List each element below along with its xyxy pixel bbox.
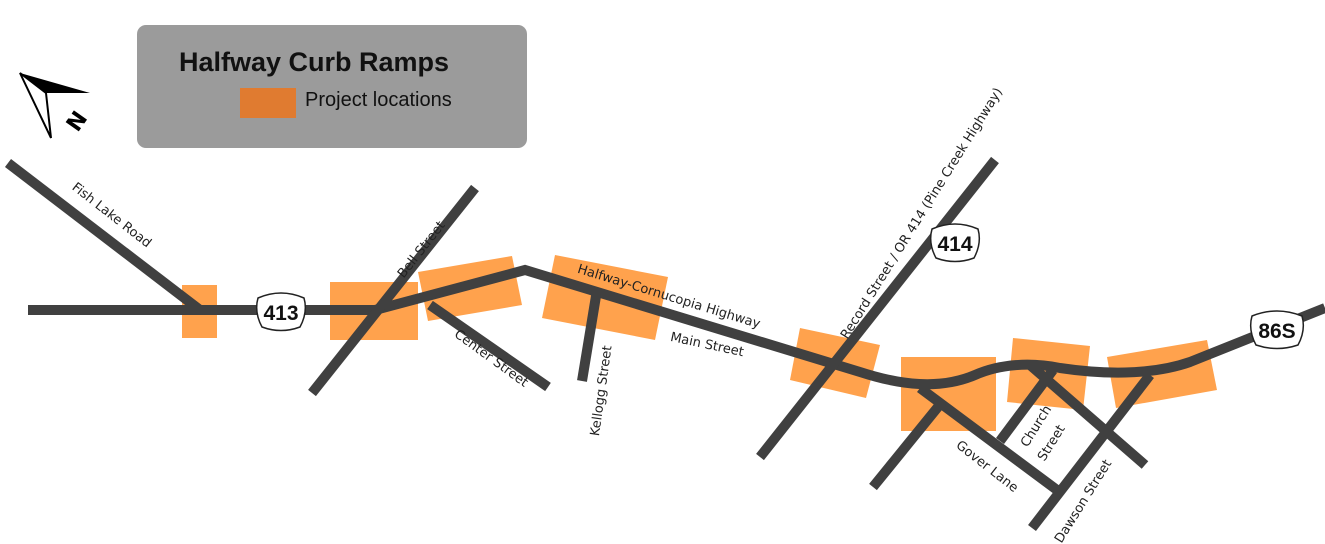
shield-414: 414 [929,223,981,263]
svg-text:86S: 86S [1258,320,1295,343]
road-fish-lake [4,159,204,314]
road-diagonal [1026,361,1149,469]
road-main-street [28,264,1325,390]
road-center [427,300,551,392]
road-sw [869,398,946,491]
legend-swatch [240,88,296,118]
shield-86s: 86S [1249,310,1305,350]
map-title: Halfway Curb Ramps [179,47,450,77]
legend: Halfway Curb Ramps Project locations [137,25,527,148]
roads [4,156,1325,532]
svg-text:414: 414 [937,233,972,256]
road-bell [308,184,479,397]
road-record [756,156,999,461]
road-dawson [1028,371,1154,532]
north-arrow-icon: N [19,72,93,139]
svg-text:N: N [62,107,93,136]
road-kellogg [577,289,602,382]
svg-text:413: 413 [263,302,298,325]
shield-413: 413 [255,292,307,332]
legend-label: Project locations [305,89,452,111]
